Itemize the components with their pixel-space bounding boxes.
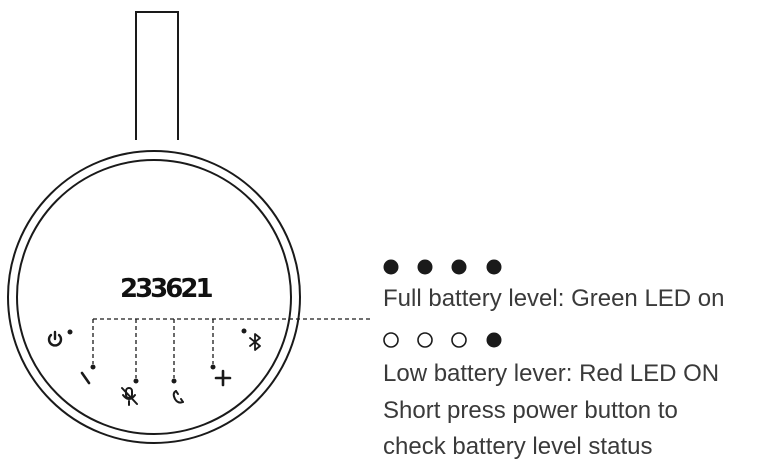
low-led-3 [451, 332, 467, 348]
brand-logo: 233621 [120, 274, 212, 304]
full-battery-leds [383, 259, 502, 275]
low-battery-leds [383, 332, 502, 348]
leader-lines [92, 318, 372, 378]
note-line-2: check battery level status [383, 433, 653, 460]
mute-mic-icon[interactable] [121, 387, 138, 406]
note-line-1: Short press power button to [383, 397, 678, 424]
led-dot-volume-up [210, 364, 216, 370]
full-battery-caption: Full battery level: Green LED on [383, 285, 725, 312]
led-dot-bluetooth [241, 328, 247, 334]
led-dot-volume-down [90, 364, 96, 370]
low-battery-caption: Low battery lever: Red LED ON [383, 360, 720, 387]
device-outer-ring [7, 150, 301, 444]
plus-icon[interactable] [214, 369, 232, 387]
hanging-strap [135, 11, 179, 140]
full-led-1 [383, 259, 399, 275]
low-led-4 [486, 332, 502, 348]
led-dot-power [67, 329, 73, 335]
full-led-2 [417, 259, 433, 275]
low-led-2 [417, 332, 433, 348]
bluetooth-icon[interactable] [249, 333, 261, 351]
full-led-4 [486, 259, 502, 275]
device-led-dots [67, 328, 247, 384]
low-led-1 [383, 332, 399, 348]
led-dot-mute [133, 378, 139, 384]
minus-icon[interactable] [80, 371, 91, 385]
full-led-3 [451, 259, 467, 275]
led-dot-call [171, 378, 177, 384]
device-inner-ring [16, 159, 292, 435]
power-icon[interactable] [47, 330, 63, 347]
phone-icon[interactable] [172, 390, 184, 404]
